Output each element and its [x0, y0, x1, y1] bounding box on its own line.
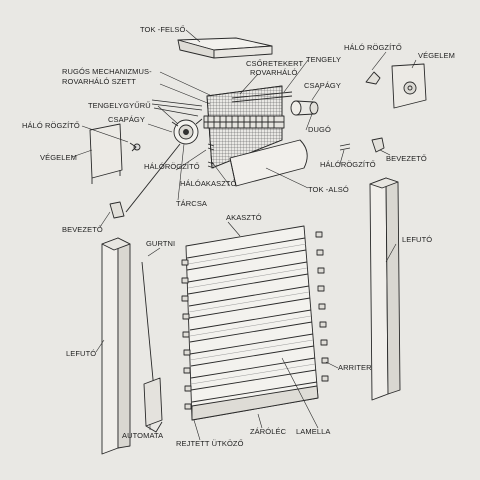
net-clip-top-right: [365, 71, 381, 85]
label-bearing-right: CSAPÁGY: [304, 81, 341, 90]
label-stopper: ARRITER: [338, 363, 372, 372]
label-net-clip-top-right: HÁLÓ RÖGZÍTŐ: [344, 43, 402, 52]
guide-inlet-left: [109, 201, 125, 219]
label-rolled-net-1: CSŐRETEKERT: [246, 59, 304, 68]
shutter-slats: [185, 225, 319, 421]
pulley-disc: [171, 118, 203, 145]
label-shaft-ring: TENGELYGYŰRŰ: [88, 101, 151, 110]
label-spring-mechanism-2: ROVARHÁLÓ SZETT: [62, 77, 136, 86]
label-lower-box: TOK -ALSÓ: [308, 185, 349, 194]
label-bottom-bar: ZÁRÓLÉC: [250, 427, 287, 436]
label-hanger: AKASZTÓ: [226, 213, 262, 222]
guide-inlet-right: [371, 137, 385, 153]
label-strap: GURTNI: [146, 239, 176, 248]
label-plug: DUGÓ: [308, 125, 331, 134]
label-net-clip-center: HÁLÓRÖGZÍTŐ: [144, 162, 200, 171]
label-rolled-net-2: ROVARHÁLÓ: [250, 68, 298, 77]
label-net-clip-right: HÁLÓRÖGZÍTŐ: [320, 160, 376, 169]
strap-cord: [125, 143, 181, 391]
end-piece-right: [391, 63, 427, 109]
insect-mesh-roll: [203, 85, 285, 169]
label-slat: LAMELLA: [296, 427, 331, 436]
lower-box-part: [229, 139, 308, 187]
label-net-hanger: HÁLÓAKASZTÓ: [180, 179, 237, 188]
label-shaft: TENGELY: [306, 55, 342, 64]
label-guide-inlet-left: BEVEZETŐ: [62, 225, 103, 234]
label-rail-right: LEFUTÓ: [402, 235, 433, 244]
end-piece-left: [89, 123, 123, 184]
label-hidden-stopper: REJTETT ÜTKÖZŐ: [176, 439, 244, 448]
upper-box-part: [177, 37, 273, 59]
label-upper-box: TOK -FELSŐ: [140, 25, 186, 34]
label-end-piece-right: VÉGELEM: [418, 51, 455, 60]
label-disc: TÁRCSA: [176, 199, 208, 208]
label-end-piece-left: VÉGELEM: [40, 153, 77, 162]
label-spring-mechanism-1: RUGÓS MECHANIZMUS-: [62, 67, 152, 76]
shaft: [231, 91, 293, 103]
label-bearing-left: CSAPÁGY: [108, 115, 145, 124]
leader-lines: [71, 29, 417, 441]
label-net-clip-left: HÁLÓ RÖGZÍTŐ: [22, 121, 80, 130]
label-auto-winder: AUTOMATA: [122, 431, 164, 440]
label-rail-left: LEFUTÓ: [66, 349, 97, 358]
right-cylinders: [290, 100, 319, 116]
label-guide-inlet-right: BEVEZETŐ: [386, 154, 427, 163]
guide-rail-right: [369, 177, 401, 401]
auto-winder: [143, 377, 163, 433]
guide-rail-left: [101, 237, 131, 455]
